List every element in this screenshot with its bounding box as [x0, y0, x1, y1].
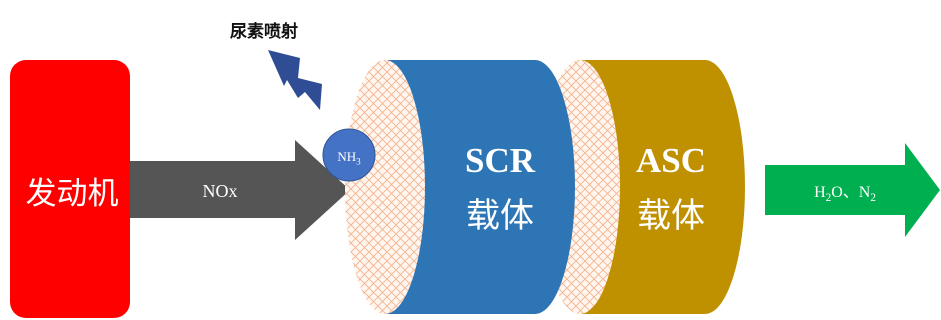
asc-carrier-body	[580, 60, 745, 314]
asc-title: ASC	[635, 141, 707, 180]
asc-subtitle: 载体	[637, 196, 705, 236]
scr-title: SCR	[464, 141, 536, 180]
engine-block	[10, 60, 130, 318]
urea-injection-bolt-icon	[268, 50, 322, 110]
engine-label: 发动机	[25, 176, 119, 212]
scr-carrier-face	[345, 60, 425, 314]
scr-subtitle: 载体	[466, 196, 534, 236]
output-arrow	[765, 143, 940, 237]
nh3-label: NH3	[337, 149, 361, 167]
output-label: H2O、N2	[814, 184, 876, 205]
scr-carrier-body	[385, 60, 575, 314]
nh3-circle	[322, 128, 376, 182]
nox-label: NOx	[202, 181, 238, 201]
nox-arrow	[130, 140, 350, 240]
urea-injection-label: 尿素喷射	[230, 22, 298, 42]
